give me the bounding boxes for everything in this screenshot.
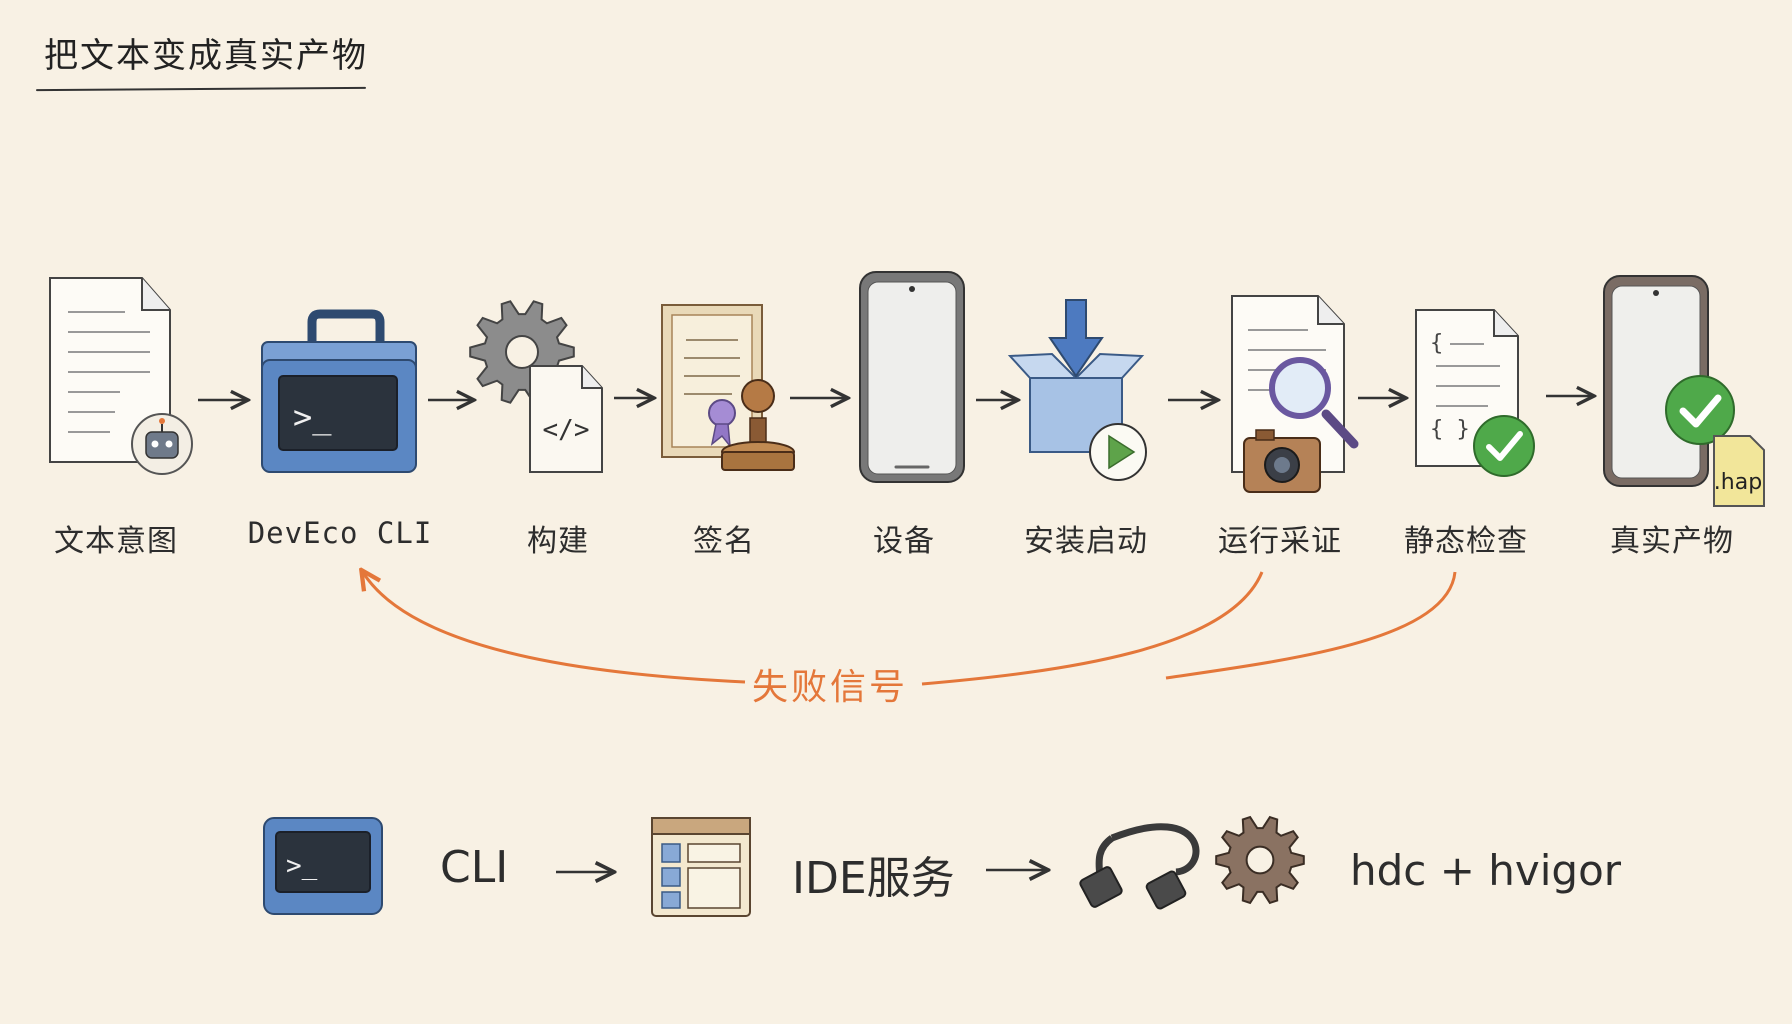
svg-text:{ }: { } <box>1430 417 1470 442</box>
bottom-label-tools: hdc + hvigor <box>1350 846 1622 895</box>
final-artifact-icon: .hap <box>1603 275 1765 507</box>
step-label-sign: 签名 <box>693 524 755 559</box>
step-label-static-check: 静态检查 <box>1404 524 1528 559</box>
ide-window-icon <box>651 817 751 917</box>
toolbox-terminal-icon: >_ <box>261 309 417 473</box>
step-label-device: 设备 <box>873 524 935 559</box>
step-label-cli: DevEco CLI <box>247 516 433 550</box>
step-label-build: 构建 <box>527 524 589 559</box>
svg-text:>_: >_ <box>286 851 318 881</box>
build-gear-icon: </> <box>469 300 603 473</box>
step-label-artifact: 真实产物 <box>1610 524 1734 559</box>
svg-text:{: { <box>1430 331 1443 356</box>
device-phone-icon <box>859 271 965 483</box>
page-title: 把文本变成真实产物 <box>44 36 368 76</box>
step-label-evidence: 运行采证 <box>1218 524 1342 559</box>
bottom-label-ide: IDE服务 <box>792 853 955 904</box>
terminal-prompt: >_ <box>293 398 332 436</box>
gear-icon <box>1215 815 1305 905</box>
failure-signal-label: 失败信号 <box>751 667 909 708</box>
document-robot-icon <box>49 277 193 475</box>
step-label-install: 安装启动 <box>1024 524 1148 559</box>
failure-feedback-arrows <box>364 572 1457 686</box>
hap-file-label: .hap <box>1714 470 1762 495</box>
flow-arrows <box>198 396 1592 400</box>
cli-terminal-icon: >_ <box>263 817 383 915</box>
bottom-arrows <box>556 870 1046 872</box>
code-file-icon: </> <box>543 415 590 445</box>
evidence-collection-icon <box>1231 295 1359 493</box>
usb-cable-icon <box>1079 823 1200 910</box>
static-check-icon: { { } <box>1415 309 1535 477</box>
install-launch-icon <box>1007 299 1147 481</box>
certificate-stamp-icon <box>661 304 795 471</box>
bottom-label-cli: CLI <box>440 842 509 893</box>
step-label-intent: 文本意图 <box>54 524 178 559</box>
